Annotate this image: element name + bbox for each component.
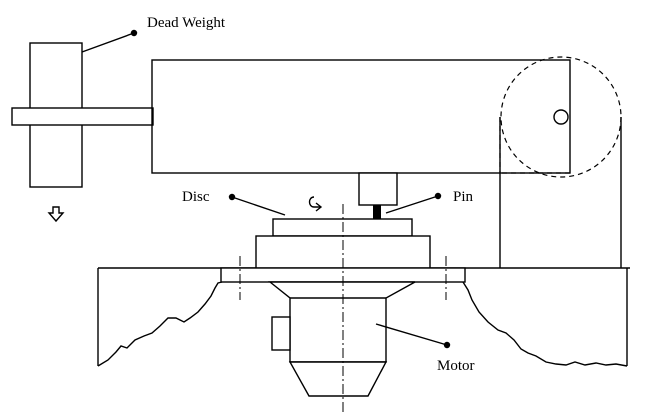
pivot-wheel xyxy=(499,56,622,178)
pin-holder xyxy=(358,172,398,206)
label-motor: Motor xyxy=(437,358,475,374)
down-arrow-icon xyxy=(47,206,65,223)
leader-dead-weight xyxy=(81,29,138,53)
leader-motor xyxy=(375,323,451,349)
support-column xyxy=(499,117,622,268)
lever-arm xyxy=(151,59,571,174)
motor-terminal-box xyxy=(271,316,291,351)
leader-disc xyxy=(228,193,286,216)
label-disc: Disc xyxy=(182,189,210,205)
label-dead-weight: Dead Weight xyxy=(147,15,226,31)
leader-pin xyxy=(385,192,442,214)
pin xyxy=(373,205,381,219)
lever-rod xyxy=(11,107,154,126)
pivot-hole xyxy=(553,109,569,125)
counterclockwise-rotation-arrow-icon xyxy=(308,196,323,212)
label-pin: Pin xyxy=(453,189,474,205)
